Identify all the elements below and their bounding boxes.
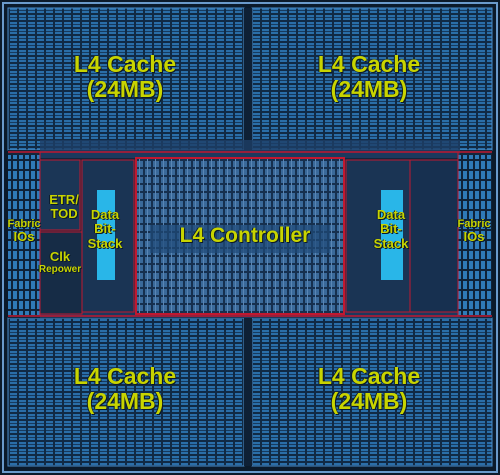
etr-tod-label: ETR/ TOD bbox=[40, 192, 88, 222]
dbs-left-line2: Bit- bbox=[94, 221, 116, 237]
dbs-right-highlight bbox=[381, 190, 403, 280]
cache-block-top-right bbox=[252, 8, 492, 150]
controller-border bbox=[135, 157, 345, 315]
dbs-left-label: Data Bit- Stack bbox=[80, 207, 130, 251]
fabric-io-left-line1: Fabric bbox=[7, 218, 41, 230]
cache-top-right-title: L4 Cache (24MB) bbox=[304, 51, 434, 103]
cache-bottom-left-size: (24MB) bbox=[86, 388, 164, 415]
controller-label: L4 Controller bbox=[179, 224, 311, 247]
cache-top-right-size: (24MB) bbox=[330, 76, 408, 103]
cache-bottom-right-name: L4 Cache bbox=[317, 363, 421, 389]
clk-repower-line1: Clk bbox=[49, 249, 71, 264]
cache-top-left-size: (24MB) bbox=[86, 76, 164, 103]
fabric-io-right-label: Fabric IOs bbox=[452, 218, 496, 244]
etr-tod-line2: TOD bbox=[50, 206, 78, 222]
cache-top-left-name: L4 Cache bbox=[73, 51, 177, 77]
cache-block-bottom-right bbox=[252, 318, 492, 466]
dbs-left-line1: Data bbox=[90, 207, 120, 222]
dbs-right-line2: Bit- bbox=[380, 221, 402, 237]
fabric-io-left-label: Fabric IOs bbox=[2, 218, 46, 244]
controller-inner-row bbox=[150, 225, 330, 253]
fabric-io-left-line2: IOs bbox=[13, 229, 35, 245]
dbs-left-highlight bbox=[97, 190, 115, 280]
cache-bottom-left-name: L4 Cache bbox=[73, 363, 177, 389]
center-bus-bottom bbox=[244, 318, 252, 466]
clk-repower-label: Clk Repower bbox=[30, 249, 90, 276]
fabric-io-right-line1: Fabric bbox=[457, 218, 491, 230]
fabric-io-right-block bbox=[458, 155, 492, 315]
cache-top-left-title: L4 Cache (24MB) bbox=[60, 51, 190, 103]
right-support-block bbox=[409, 159, 459, 313]
fabric-io-right-line2: IOs bbox=[463, 229, 485, 245]
cache-bottom-right-size: (24MB) bbox=[330, 388, 408, 415]
fabric-io-left-block bbox=[8, 155, 40, 315]
dbs-right-label: Data Bit- Stack bbox=[366, 207, 416, 251]
dbs-left-line3: Stack bbox=[87, 235, 123, 251]
cache-bottom-right-title: L4 Cache (24MB) bbox=[304, 363, 434, 415]
clk-repower-line2: Repower bbox=[38, 264, 82, 276]
cache-bottom-left-title: L4 Cache (24MB) bbox=[60, 363, 190, 415]
cache-block-bottom-left bbox=[8, 318, 244, 466]
center-bus-top bbox=[244, 8, 252, 150]
cache-block-top-left bbox=[8, 8, 244, 150]
etr-tod-line1: ETR/ bbox=[49, 192, 79, 207]
dbs-right-line1: Data bbox=[376, 207, 406, 222]
cache-top-right-name: L4 Cache bbox=[317, 51, 421, 77]
dbs-right-line3: Stack bbox=[373, 235, 409, 251]
middle-band-stripe-top bbox=[40, 140, 460, 158]
